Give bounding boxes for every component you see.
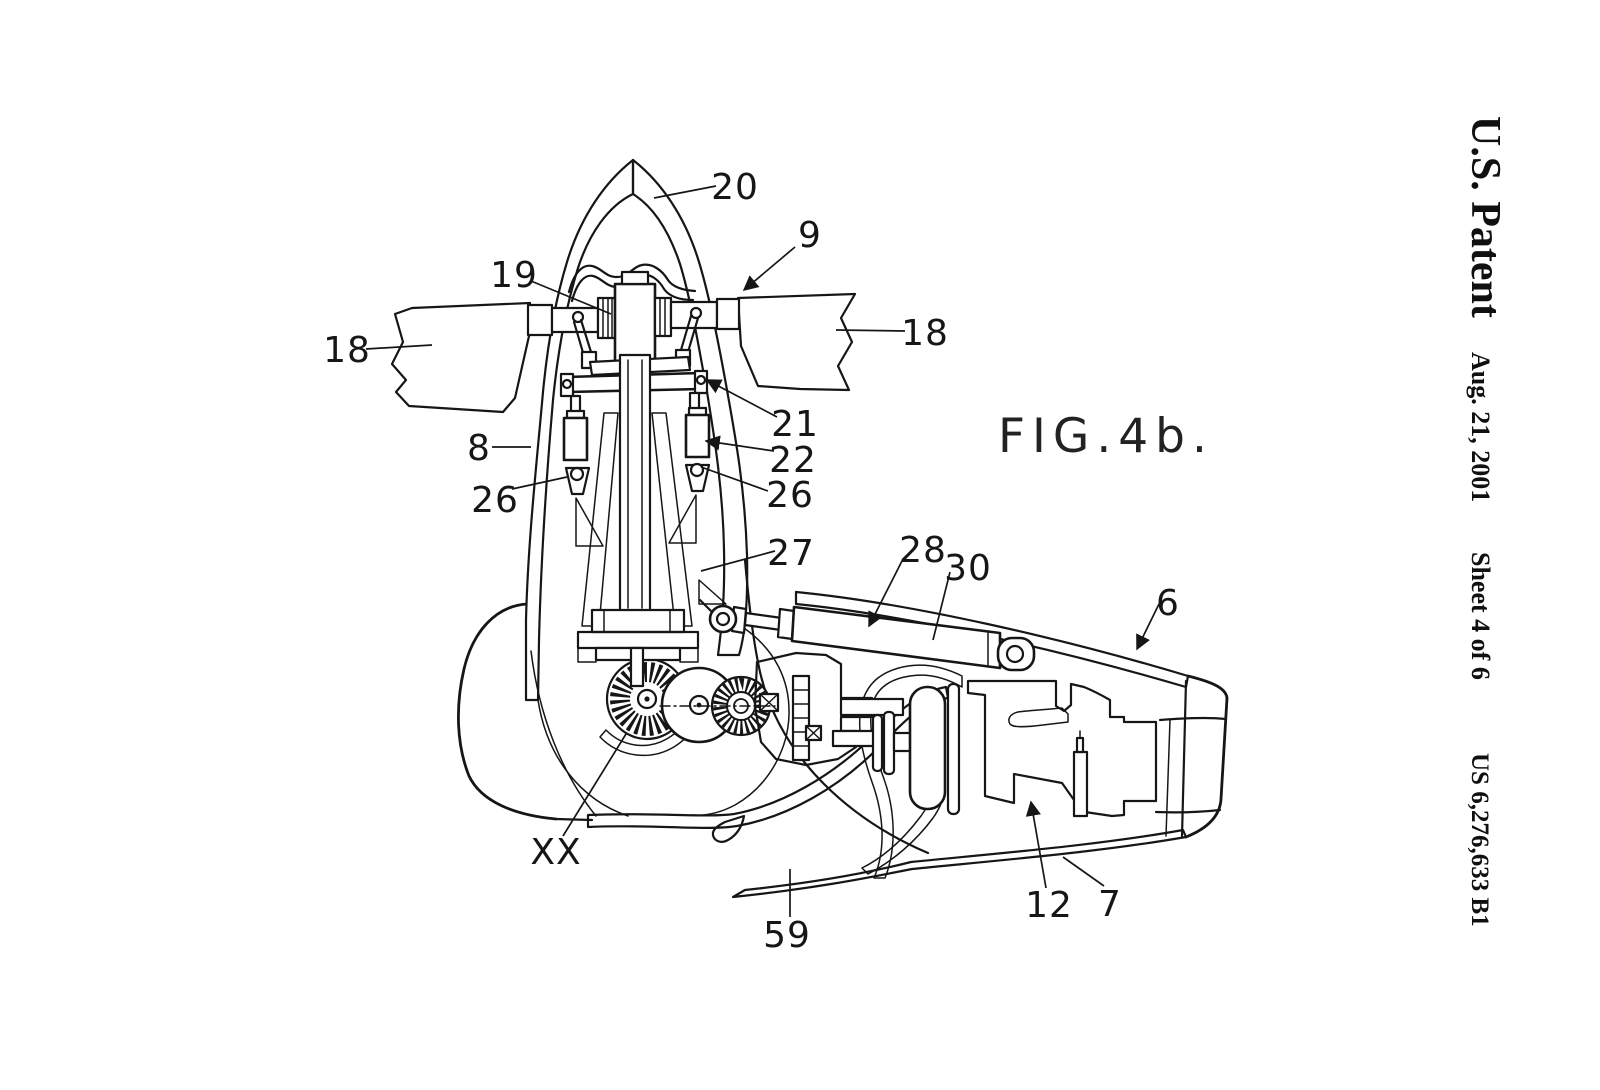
engine-core	[966, 679, 1228, 837]
ref-21: 21	[771, 404, 819, 445]
ref-26-left: 26	[471, 480, 519, 521]
ref-22: 22	[769, 440, 817, 481]
nacelle	[586, 590, 1229, 899]
header-sheet: Sheet 4 of 6	[1466, 552, 1495, 680]
pitch-actuator	[708, 604, 1036, 672]
ref-27: 27	[767, 533, 815, 574]
engine-front-plate	[946, 682, 961, 816]
pitch-rod	[618, 353, 652, 615]
nacelle-tail-outer	[1184, 674, 1229, 839]
lower-shaft	[831, 729, 879, 748]
ref-12: 12	[1025, 885, 1073, 926]
engine-front-case	[908, 685, 947, 811]
ref-18-left: 18	[323, 330, 371, 371]
hub-center-block	[613, 282, 657, 364]
ref-26-right: 26	[766, 475, 814, 516]
leader-lines	[365, 185, 1160, 917]
bracket-left	[575, 497, 604, 547]
engine-probe	[1072, 750, 1089, 818]
hub-mechanism	[526, 263, 741, 688]
gearcase-circle-arc	[691, 627, 790, 816]
cone-wall-right	[651, 412, 693, 627]
bearing-icon	[805, 725, 822, 741]
ref-8: 8	[467, 428, 491, 469]
coupling-disc	[871, 713, 884, 773]
ref-7: 7	[1098, 884, 1122, 925]
nacelle-tail-inner	[1180, 679, 1188, 838]
clevis-left-26	[569, 466, 585, 482]
pitch-pin-right	[689, 306, 703, 320]
ref-xx: XX	[530, 832, 581, 873]
counterweight-cylinder-right	[684, 413, 711, 459]
ref-30: 30	[944, 548, 992, 589]
header-title: U.S. Patent	[1462, 116, 1508, 318]
ref-9: 9	[798, 215, 822, 256]
header-patent-number: US 6,276,633 B1	[1466, 753, 1493, 927]
clevis-right-26	[689, 462, 705, 478]
gear-cluster	[599, 651, 961, 816]
coupling-disc	[882, 710, 896, 776]
actuator-cylinder	[790, 605, 1002, 670]
header-date: Aug. 21, 2001	[1466, 352, 1495, 502]
engine-slot	[1008, 707, 1069, 728]
page-header: U.S. Patent Aug. 21, 2001 Sheet 4 of 6 U…	[1462, 116, 1508, 927]
figure-caption: FIG.4b.	[998, 409, 1214, 464]
blade-root-left	[526, 303, 554, 337]
ref-18-right: 18	[901, 313, 949, 354]
ref-6: 6	[1156, 583, 1180, 624]
bearing-icon	[759, 693, 779, 712]
counterweight-cylinder-left	[562, 416, 589, 462]
ref-19: 19	[490, 255, 538, 296]
ref-28: 28	[899, 530, 947, 571]
intake-lip-hook	[711, 814, 746, 843]
ref-20: 20	[711, 167, 759, 208]
ref-59: 59	[763, 915, 811, 956]
propeller-blade-right	[736, 292, 857, 392]
reference-numerals: 20 9 19 18 18 8 21 22 26 26 27 28 30 6 X…	[323, 167, 1180, 956]
inner-duct-band	[858, 664, 963, 879]
gusset-27	[698, 579, 727, 605]
blade-root-right	[715, 297, 741, 331]
